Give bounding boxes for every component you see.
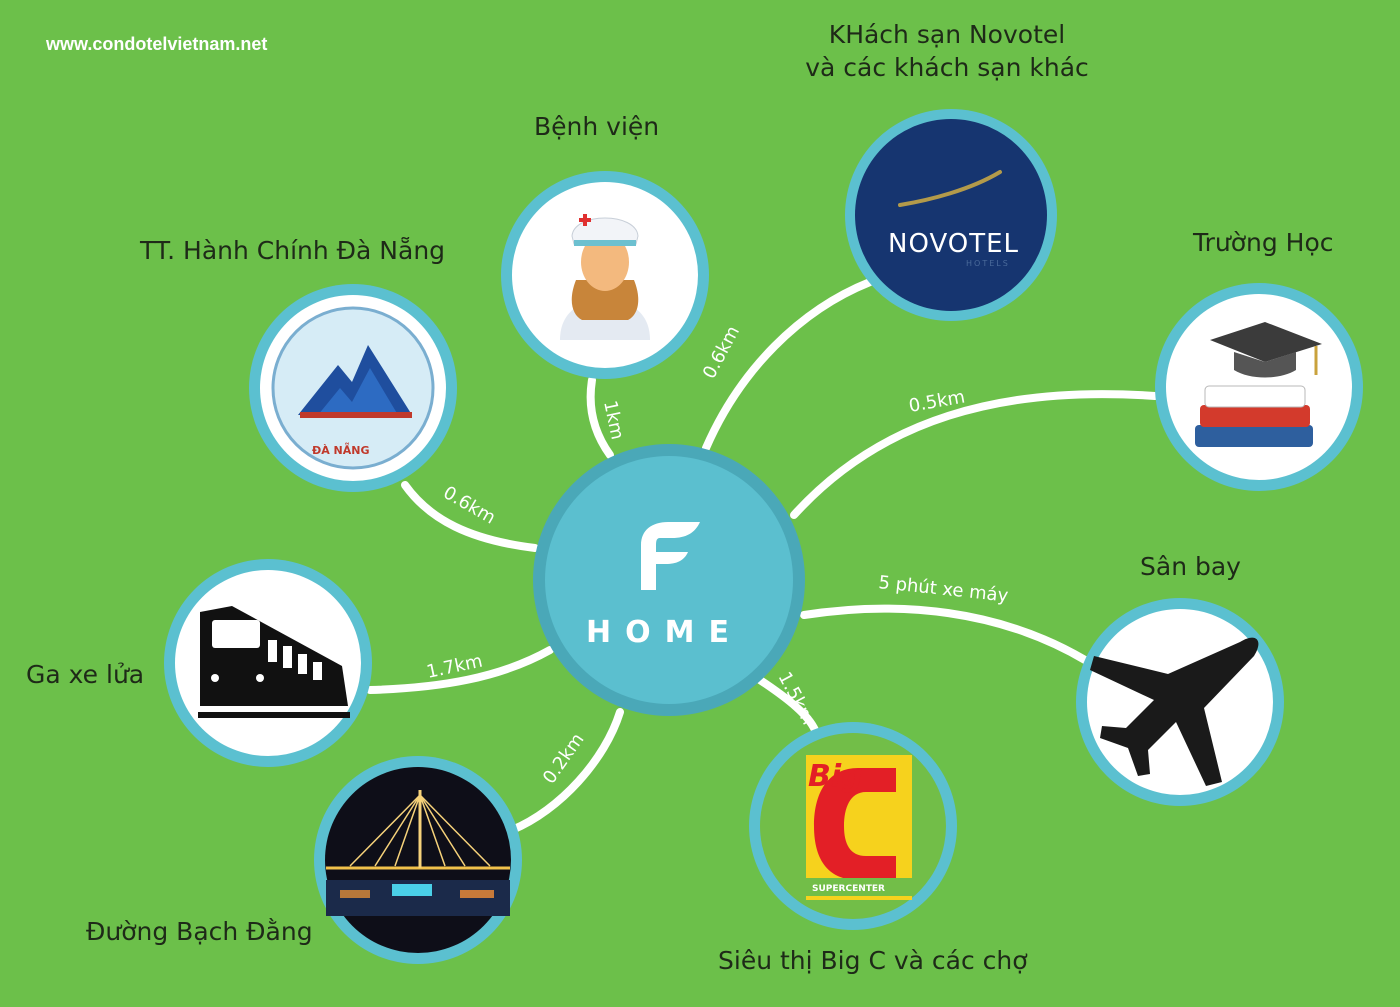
node-hanh-chinh: ĐÀ NẴNG [249,284,457,492]
connector-truong-hoc [794,394,1155,515]
label-hanh-chinh: TT. Hành Chính Đà Nẵng [140,236,445,265]
node-truong-hoc [1155,283,1363,491]
novotel-logo-text: NOVOTEL [888,229,1019,259]
node-ga-xe-lua [164,559,372,767]
novotel-logo-sub: HOTELS [966,259,1010,268]
label-ga-xe-lua: Ga xe lửa [26,660,144,689]
label-big-c: Siêu thị Big C và các chợ [718,946,1028,975]
brand-word: HOME [586,615,743,650]
label-novotel-line-1: KHách sạn Novotel [802,20,1092,49]
watermark: www.condotelvietnam.net [46,34,267,55]
center-hub: HOME [533,444,805,716]
connector-novotel [706,282,870,448]
distance-san-bay: 5 phút xe máy [877,572,1009,607]
distance-novotel: 0.6km [699,323,744,383]
label-bach-dang: Đường Bạch Đằng [86,917,313,946]
node-novotel: NOVOTEL HOTELS [845,109,1057,321]
label-novotel-line-2: và các khách sạn khác [802,53,1092,82]
emblem-text: ĐÀ NẴNG [312,442,370,457]
big-c-logo: Big SUPERCENTER [806,755,912,900]
label-benh-vien: Bệnh viện [534,112,659,141]
label-novotel: KHách sạn Novotel và các khách sạn khác [802,20,1092,82]
big-c-logo-sub: SUPERCENTER [812,884,885,894]
node-benh-vien [501,171,709,379]
node-big-c: Big SUPERCENTER [749,722,957,930]
node-bach-dang [314,756,522,964]
da-nang-emblem: ĐÀ NẴNG [273,308,433,468]
connector-san-bay [804,609,1085,660]
big-c-logo-text: Big [808,759,863,794]
distance-benh-vien: 1km [599,399,628,442]
label-san-bay: Sân bay [1140,552,1241,581]
label-truong-hoc: Trường Học [1193,228,1334,257]
node-san-bay [1076,598,1284,806]
